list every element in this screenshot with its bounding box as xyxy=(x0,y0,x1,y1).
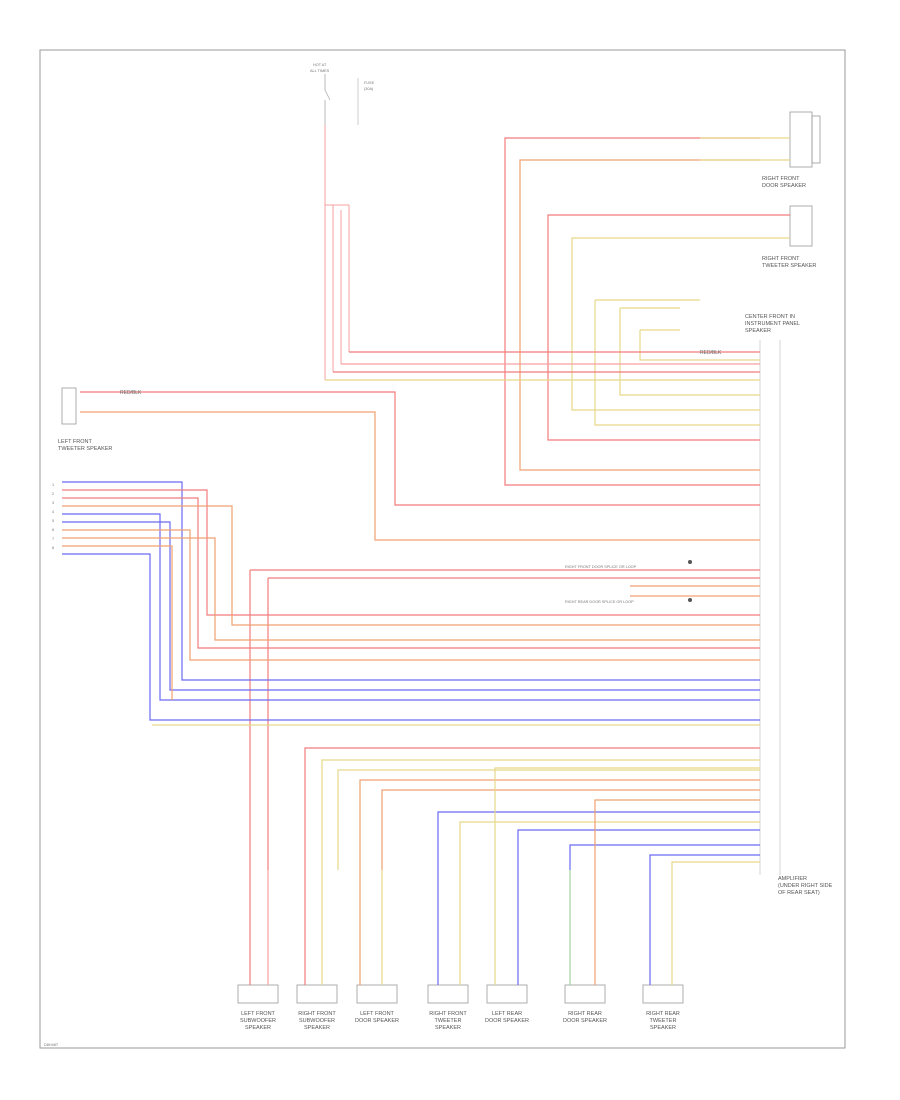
power-source: HOT AT ALL TIMES FUSE (30A) xyxy=(310,63,375,380)
svg-text:DOOR SPEAKER: DOOR SPEAKER xyxy=(355,1018,399,1024)
svg-text:TWEETER SPEAKER: TWEETER SPEAKER xyxy=(58,446,112,452)
svg-text:2: 2 xyxy=(52,492,54,496)
svg-text:5: 5 xyxy=(52,519,54,523)
rf-tweeter-speaker: RIGHT FRONT TWEETER SPEAKER xyxy=(762,205,816,269)
speaker-rf-subwoofer: RIGHT FRONT SUBWOOFER SPEAKER xyxy=(296,984,338,1031)
speaker-lr-door: LEFT REAR DOOR SPEAKER xyxy=(485,984,529,1024)
svg-text:RED/BLK: RED/BLK xyxy=(700,350,722,356)
svg-text:INSTRUMENT PANEL: INSTRUMENT PANEL xyxy=(745,321,800,327)
svg-text:RIGHT FRONT: RIGHT FRONT xyxy=(762,176,800,182)
svg-text:TWEETER: TWEETER xyxy=(650,1018,677,1024)
svg-text:HOT AT: HOT AT xyxy=(313,63,327,67)
speaker-rf-tweeter: RIGHT FRONT TWEETER SPEAKER xyxy=(427,984,469,1031)
speaker-lf-door: LEFT FRONT DOOR SPEAKER xyxy=(355,984,399,1024)
diagram-frame xyxy=(39,49,846,1049)
speaker-lf-subwoofer: LEFT FRONT SUBWOOFER SPEAKER xyxy=(237,984,279,1031)
svg-text:4: 4 xyxy=(52,510,54,514)
svg-text:LEFT REAR: LEFT REAR xyxy=(492,1011,522,1017)
svg-text:8: 8 xyxy=(52,546,54,550)
page-code: D8H48T xyxy=(44,1043,59,1047)
svg-text:SPEAKER: SPEAKER xyxy=(245,1025,271,1031)
svg-text:RIGHT FRONT: RIGHT FRONT xyxy=(429,1011,467,1017)
svg-text:3: 3 xyxy=(52,501,54,505)
svg-text:RIGHT REAR: RIGHT REAR xyxy=(646,1011,680,1017)
svg-text:OF REAR SEAT): OF REAR SEAT) xyxy=(778,890,820,896)
svg-text:6: 6 xyxy=(52,528,54,532)
svg-text:DOOR SPEAKER: DOOR SPEAKER xyxy=(485,1018,529,1024)
svg-text:SPEAKER: SPEAKER xyxy=(435,1025,461,1031)
svg-text:AMPLIFIER: AMPLIFIER xyxy=(778,876,807,882)
svg-text:LEFT FRONT: LEFT FRONT xyxy=(241,1011,275,1017)
svg-text:SUBWOOFER: SUBWOOFER xyxy=(240,1018,276,1024)
svg-text:TWEETER: TWEETER xyxy=(435,1018,462,1024)
splice-annotations: RIGHT FRONT DOOR SPLICE OR LOOP RIGHT RE… xyxy=(565,560,692,604)
svg-text:SPEAKER: SPEAKER xyxy=(304,1025,330,1031)
speaker-drops xyxy=(249,870,673,985)
svg-text:SUBWOOFER: SUBWOOFER xyxy=(299,1018,335,1024)
amplifier-connector: AMPLIFIER (UNDER RIGHT SIDE OF REAR SEAT… xyxy=(759,340,833,896)
speaker-rr-door: RIGHT REAR DOOR SPEAKER xyxy=(563,984,607,1024)
svg-text:RIGHT FRONT: RIGHT FRONT xyxy=(298,1011,336,1017)
svg-text:RIGHT REAR DOOR SPLICE OR LOOP: RIGHT REAR DOOR SPLICE OR LOOP xyxy=(565,600,634,604)
left-connector: 1 2 3 4 5 6 7 8 xyxy=(52,483,54,550)
svg-text:SPEAKER: SPEAKER xyxy=(745,328,771,334)
center-speaker: CENTER FRONT IN INSTRUMENT PANEL SPEAKER xyxy=(745,314,800,334)
svg-text:RIGHT FRONT DOOR SPLICE OR LOO: RIGHT FRONT DOOR SPLICE OR LOOP xyxy=(565,565,637,569)
svg-text:LEFT FRONT: LEFT FRONT xyxy=(58,439,92,445)
svg-text:DOOR SPEAKER: DOOR SPEAKER xyxy=(762,183,806,189)
svg-text:SPEAKER: SPEAKER xyxy=(650,1025,676,1031)
svg-text:(30A): (30A) xyxy=(364,87,374,91)
svg-text:ALL TIMES: ALL TIMES xyxy=(310,69,330,73)
svg-text:FUSE: FUSE xyxy=(364,81,375,85)
lf-tweeter-speaker: LEFT FRONT TWEETER SPEAKER xyxy=(58,387,112,452)
bottom-speakers: LEFT FRONT SUBWOOFER SPEAKER RIGHT FRONT… xyxy=(237,984,684,1031)
svg-text:(UNDER RIGHT SIDE: (UNDER RIGHT SIDE xyxy=(778,883,833,889)
svg-text:DOOR SPEAKER: DOOR SPEAKER xyxy=(563,1018,607,1024)
svg-text:LEFT FRONT: LEFT FRONT xyxy=(360,1011,394,1017)
svg-text:1: 1 xyxy=(52,483,54,487)
svg-text:RIGHT REAR: RIGHT REAR xyxy=(568,1011,602,1017)
svg-text:RIGHT FRONT: RIGHT FRONT xyxy=(762,256,800,262)
svg-text:RED/BLK: RED/BLK xyxy=(120,390,142,396)
svg-text:CENTER FRONT IN: CENTER FRONT IN xyxy=(745,314,795,320)
speaker-rr-tweeter: RIGHT REAR TWEETER SPEAKER xyxy=(642,984,684,1031)
svg-text:7: 7 xyxy=(52,537,54,541)
rf-door-speaker: RIGHT FRONT DOOR SPEAKER xyxy=(762,111,821,189)
svg-text:TWEETER SPEAKER: TWEETER SPEAKER xyxy=(762,263,816,269)
wire-harness xyxy=(62,137,790,870)
